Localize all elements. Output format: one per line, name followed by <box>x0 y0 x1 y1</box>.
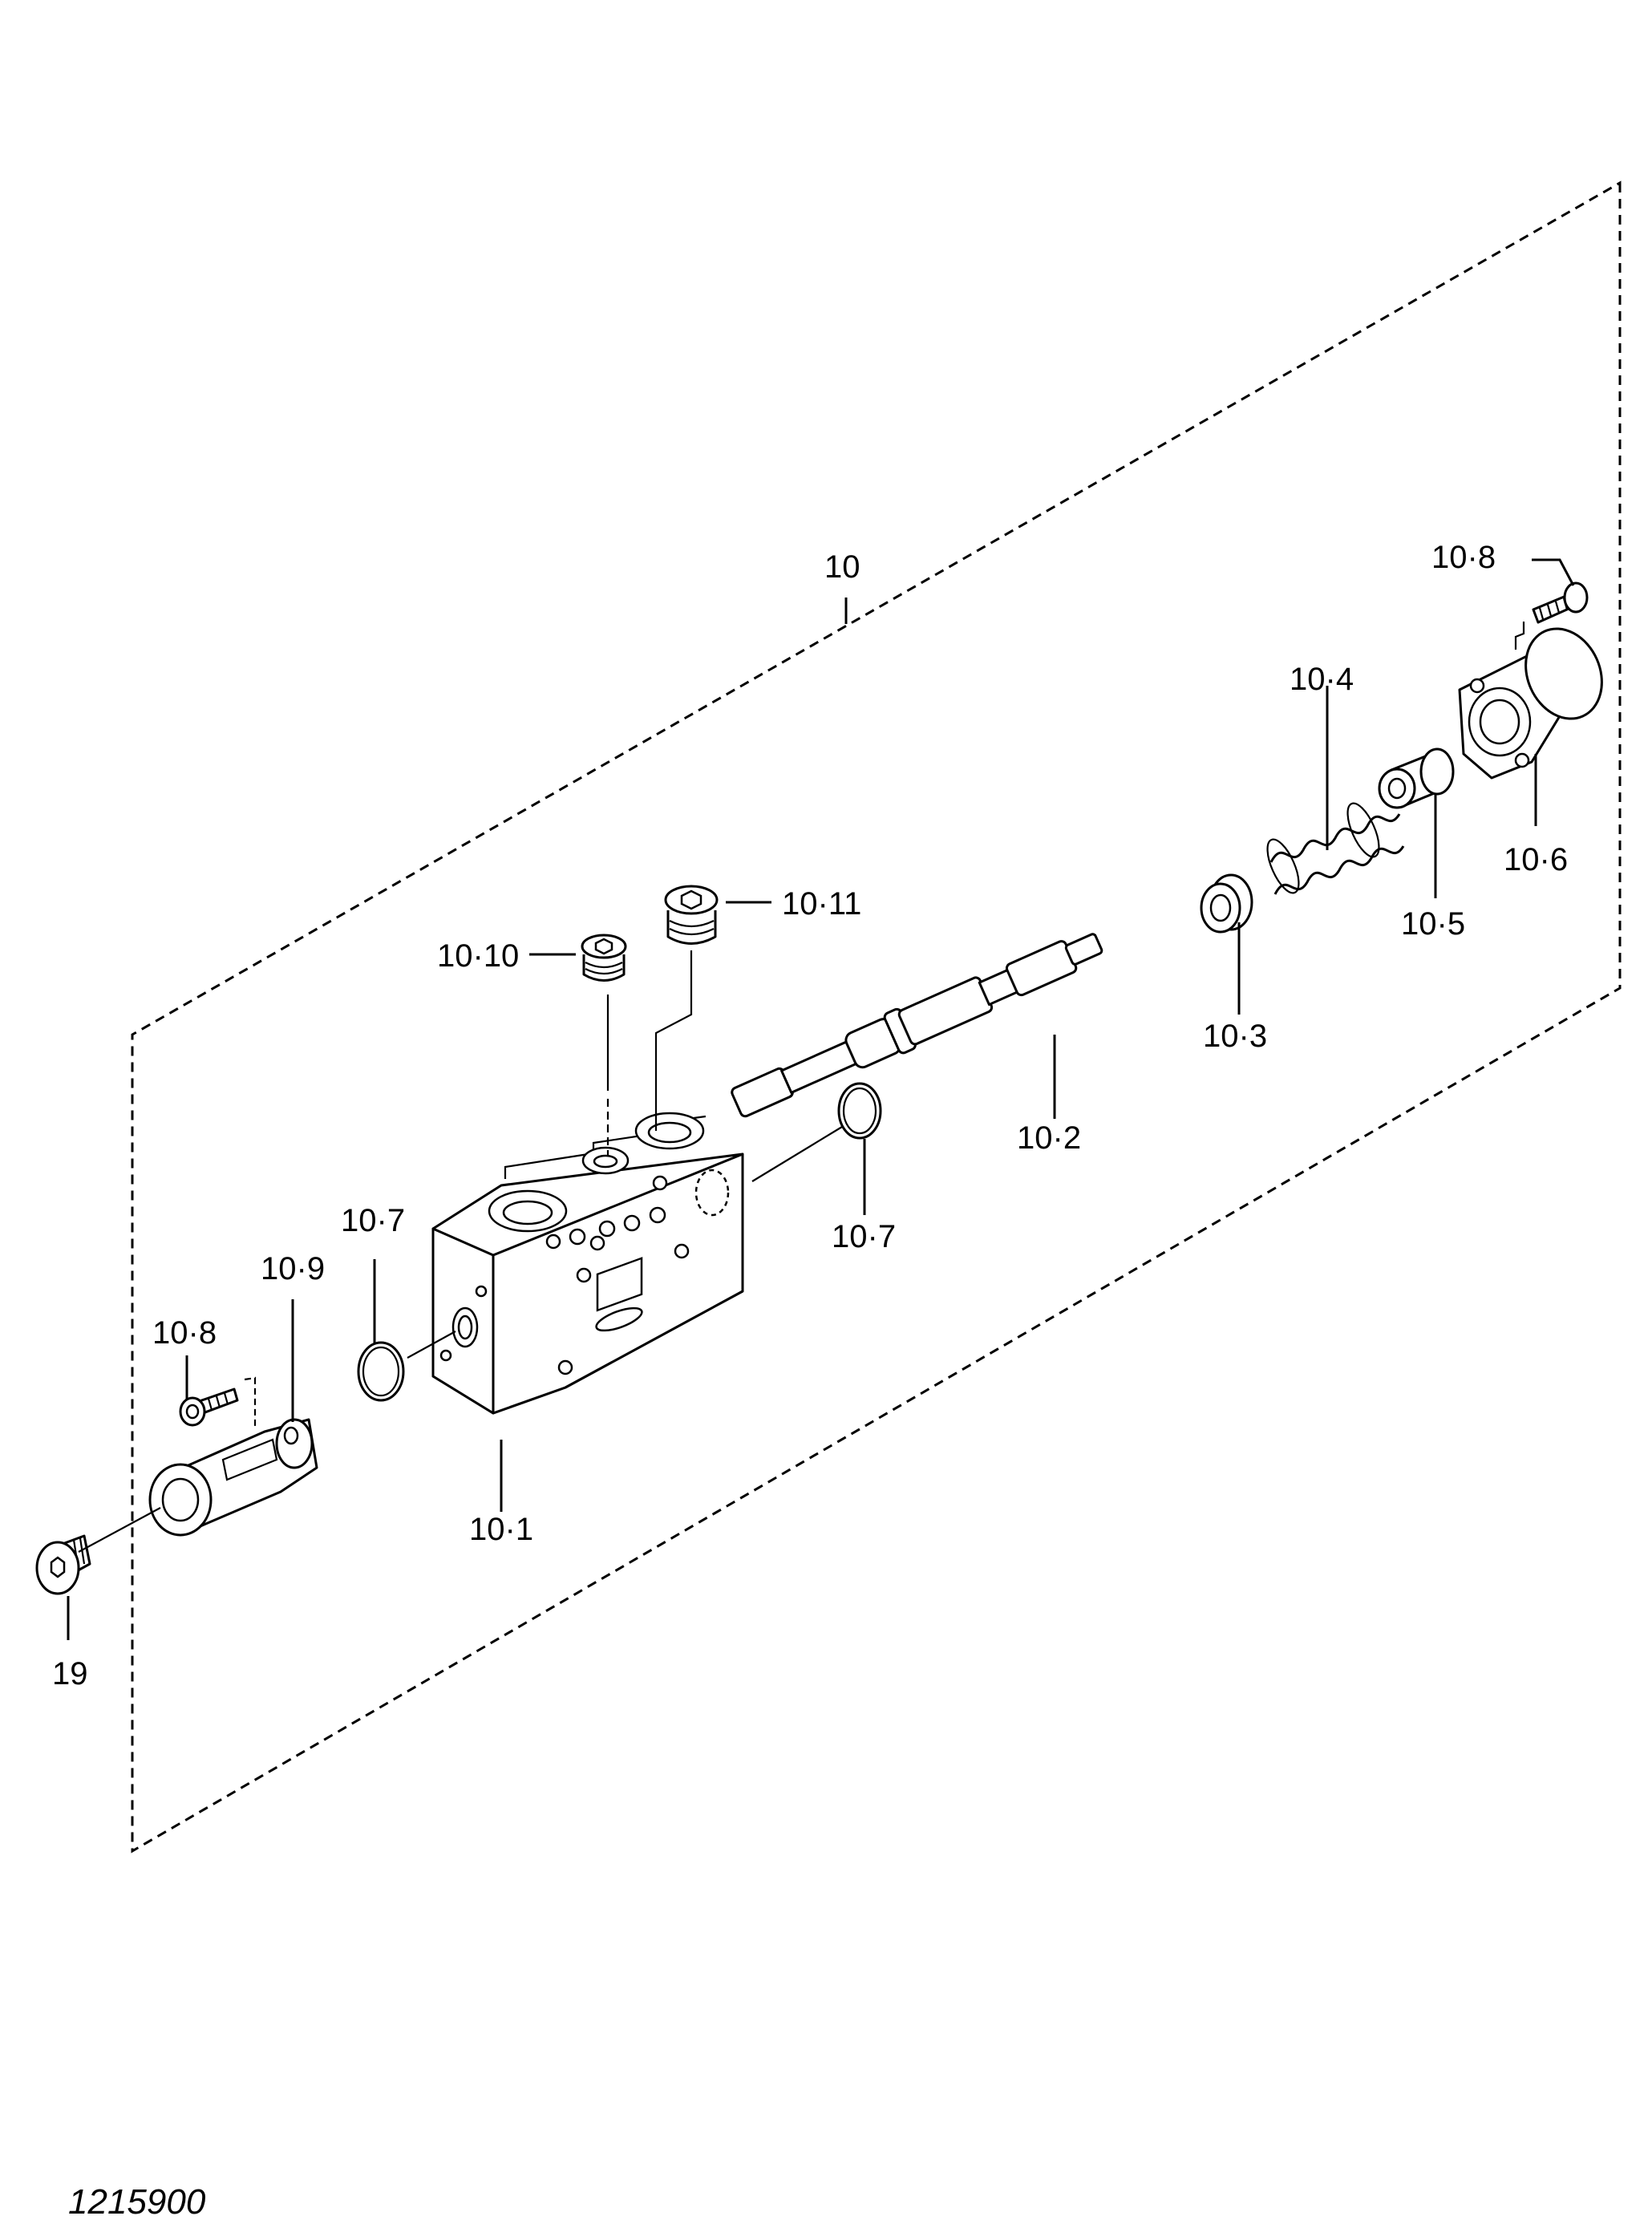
socket-screw-right[interactable] <box>1532 581 1589 624</box>
callout-10-11: 10·11 <box>782 886 861 922</box>
callout-10-8-right: 10·8 <box>1431 540 1496 575</box>
o-ring-left[interactable] <box>357 1341 405 1402</box>
o-ring-right[interactable] <box>837 1082 882 1140</box>
valve-body[interactable] <box>431 1112 744 1415</box>
callout-10-1: 10·1 <box>469 1512 533 1547</box>
callout-10-10: 10·10 <box>437 938 519 974</box>
callout-10-7-right: 10·7 <box>832 1219 896 1254</box>
callout-10-7-left: 10·7 <box>341 1203 405 1238</box>
callout-10-5: 10·5 <box>1401 906 1465 942</box>
plug-19[interactable] <box>35 1534 91 1595</box>
plug-small[interactable] <box>581 934 627 982</box>
plug-large[interactable] <box>664 885 719 945</box>
callout-10-4: 10·4 <box>1290 662 1354 697</box>
cover-left[interactable] <box>148 1418 318 1537</box>
drawing-number: 1215900 <box>68 2182 206 2222</box>
callout-19: 19 <box>52 1656 88 1691</box>
spool[interactable] <box>728 923 1107 1124</box>
callout-10-2: 10·2 <box>1017 1120 1081 1156</box>
spring-seat[interactable] <box>1200 873 1253 934</box>
callout-10-8-left: 10·8 <box>152 1315 217 1351</box>
alignment-line <box>1514 622 1525 650</box>
cap[interactable] <box>1458 617 1616 780</box>
alignment-line <box>244 1376 257 1429</box>
assembly-boundary <box>131 180 1622 1853</box>
socket-screw-left[interactable] <box>179 1387 239 1427</box>
stopper[interactable] <box>1378 747 1455 809</box>
callout-10-3: 10·3 <box>1203 1019 1267 1054</box>
leader-lines <box>67 558 1575 1640</box>
spring[interactable] <box>1261 799 1405 897</box>
callout-10-9: 10·9 <box>261 1251 325 1286</box>
callout-10-6: 10·6 <box>1504 842 1568 877</box>
callout-10: 10 <box>824 549 860 585</box>
